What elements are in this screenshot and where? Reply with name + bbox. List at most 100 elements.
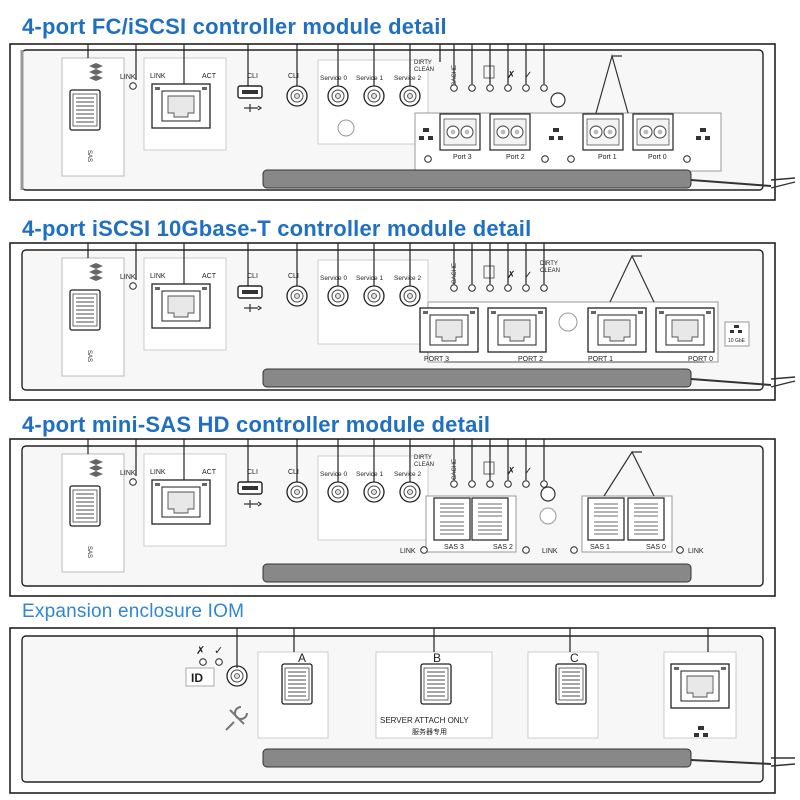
service0-label: Service 0 bbox=[320, 275, 347, 282]
port3-connector[interactable] bbox=[419, 307, 479, 353]
server-attach-label: SERVER ATTACH ONLY bbox=[380, 716, 469, 725]
module-outer-frame bbox=[9, 438, 776, 597]
cli-label: CLI bbox=[247, 273, 258, 280]
mgmt-act-label: ACT bbox=[202, 73, 217, 80]
title-fc-iscsi: 4-port FC/iSCSI controller module detail bbox=[22, 14, 447, 39]
sas-vertical-label: SAS bbox=[86, 350, 92, 362]
port1-label: Port 1 bbox=[598, 154, 617, 161]
reset-button[interactable] bbox=[550, 92, 566, 108]
fault-icon: ✗ bbox=[196, 645, 205, 657]
port0-connector[interactable] bbox=[655, 307, 715, 353]
port0-connector[interactable] bbox=[632, 113, 674, 151]
cli-usb-port[interactable] bbox=[237, 481, 263, 495]
service1-port[interactable] bbox=[363, 285, 385, 307]
expansion-sas-port[interactable] bbox=[69, 289, 101, 331]
tengbe-label: 10 GbE bbox=[728, 338, 746, 344]
port-a-connector[interactable] bbox=[281, 663, 313, 705]
port3-connector[interactable] bbox=[439, 113, 481, 151]
port2-connector[interactable] bbox=[489, 113, 531, 151]
reset-button[interactable] bbox=[540, 486, 556, 502]
sas-expander-icon bbox=[89, 63, 103, 81]
port3-label: PORT 3 bbox=[424, 356, 449, 363]
service1-port[interactable] bbox=[363, 481, 385, 503]
dirty-label: DIRTY bbox=[414, 455, 432, 461]
expansion-link-led bbox=[129, 282, 137, 290]
sas2-connector[interactable] bbox=[471, 497, 509, 541]
sas3-label: SAS 3 bbox=[444, 544, 464, 551]
port0-label: Port 0 bbox=[648, 154, 667, 161]
mgmt-ethernet-port[interactable] bbox=[151, 479, 211, 525]
service0-label: Service 0 bbox=[320, 75, 347, 82]
cli-serial-port[interactable] bbox=[286, 85, 308, 107]
release-handle[interactable] bbox=[262, 169, 692, 189]
expansion-link-label: LINK bbox=[120, 274, 136, 281]
service0-port[interactable] bbox=[327, 285, 349, 307]
mgmt-act-label: ACT bbox=[202, 273, 217, 280]
clean-label: CLEAN bbox=[414, 67, 434, 73]
mgmt-link-label: LINK bbox=[150, 273, 166, 280]
iom-ethernet-port[interactable] bbox=[670, 663, 730, 709]
sas0-connector[interactable] bbox=[627, 497, 665, 541]
service2-port[interactable] bbox=[399, 85, 421, 107]
usb-icon bbox=[244, 500, 263, 508]
port1-label: PORT 1 bbox=[588, 356, 613, 363]
port1-connector[interactable] bbox=[587, 307, 647, 353]
mgmt-link-label: LINK bbox=[150, 469, 166, 476]
cli-usb-port[interactable] bbox=[237, 285, 263, 299]
id-button[interactable] bbox=[226, 665, 248, 687]
network-icon bbox=[549, 128, 563, 140]
cli-usb-port[interactable] bbox=[237, 85, 263, 99]
expansion-link-led bbox=[129, 82, 137, 90]
service2-port[interactable] bbox=[399, 285, 421, 307]
service0-port[interactable] bbox=[327, 481, 349, 503]
release-handle[interactable] bbox=[262, 368, 692, 388]
expansion-link-led bbox=[129, 478, 137, 486]
clean-label: CLEAN bbox=[540, 268, 560, 274]
network-icon bbox=[696, 128, 710, 140]
sas2-link-label: LINK bbox=[542, 548, 558, 555]
title-iscsi-10gbaset: 4-port iSCSI 10Gbase-T controller module… bbox=[22, 216, 532, 241]
service0-port[interactable] bbox=[327, 85, 349, 107]
server-attach-cn-label: 服务器专用 bbox=[412, 727, 447, 736]
sas3-connector[interactable] bbox=[433, 497, 471, 541]
port-b-connector[interactable] bbox=[420, 663, 452, 705]
service1-label: Service 1 bbox=[356, 75, 383, 82]
reset-button[interactable] bbox=[558, 312, 578, 332]
locate-icon bbox=[483, 461, 495, 475]
mgmt-link-label: LINK bbox=[150, 73, 166, 80]
service1-port[interactable] bbox=[363, 85, 385, 107]
fault-led bbox=[199, 658, 207, 666]
id-label: ID bbox=[191, 671, 203, 685]
expansion-sas-port[interactable] bbox=[69, 89, 101, 131]
port-b-label: B bbox=[433, 651, 441, 665]
id-badge bbox=[185, 667, 215, 687]
locate-icon bbox=[483, 65, 495, 79]
fault-icon: ✗ bbox=[507, 70, 515, 81]
sas1-connector[interactable] bbox=[587, 497, 625, 541]
service2-port[interactable] bbox=[399, 481, 421, 503]
expansion-link-label: LINK bbox=[120, 470, 136, 477]
release-handle[interactable] bbox=[262, 563, 692, 583]
port0-label: PORT 0 bbox=[688, 356, 713, 363]
expansion-sas-port[interactable] bbox=[69, 485, 101, 527]
cli-serial-label: CLI bbox=[288, 73, 299, 80]
cache-label: CACHE bbox=[452, 263, 458, 284]
port1-connector[interactable] bbox=[582, 113, 624, 151]
cli-serial-port[interactable] bbox=[286, 285, 308, 307]
port2-connector[interactable] bbox=[487, 307, 547, 353]
ok-icon: ✓ bbox=[214, 645, 223, 657]
callout-lines bbox=[87, 243, 545, 286]
mgmt-act-label: ACT bbox=[202, 469, 217, 476]
module-outer-frame bbox=[9, 242, 776, 401]
clean-label: CLEAN bbox=[414, 462, 434, 468]
cli-serial-port[interactable] bbox=[286, 481, 308, 503]
release-handle[interactable] bbox=[262, 748, 692, 768]
mgmt-ethernet-port[interactable] bbox=[151, 283, 211, 329]
port-c-connector[interactable] bbox=[555, 663, 587, 705]
cli-serial-label: CLI bbox=[288, 273, 299, 280]
cache-label: CACHE bbox=[452, 65, 458, 86]
ok-led bbox=[215, 658, 223, 666]
fault-icon: ✗ bbox=[507, 270, 515, 281]
mgmt-ethernet-port[interactable] bbox=[151, 83, 211, 129]
